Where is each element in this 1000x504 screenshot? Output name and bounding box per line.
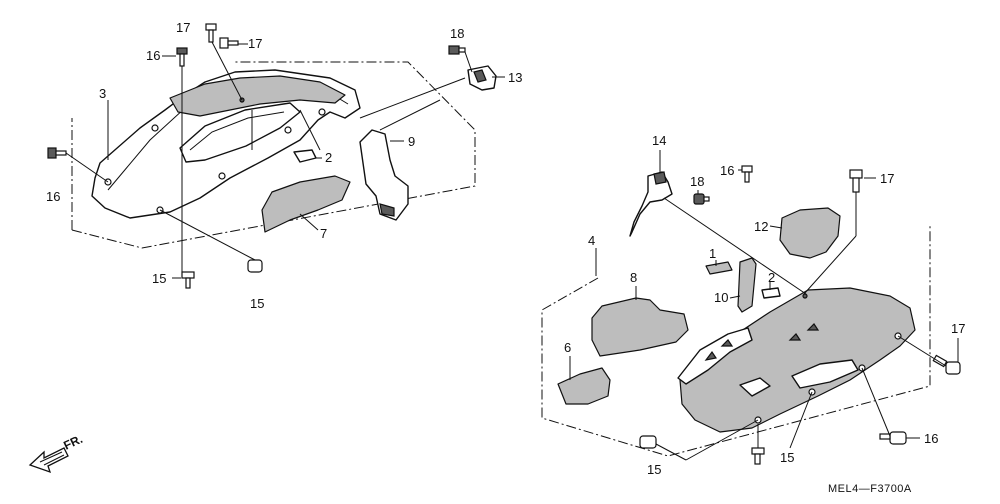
assembly-outline-lower	[541, 226, 931, 457]
front-direction-indicator: FR.	[28, 432, 85, 474]
callout-15: 15	[152, 271, 166, 286]
pad-part-12	[779, 207, 841, 259]
callout-3: 3	[99, 86, 106, 101]
vent-slots	[704, 323, 820, 361]
mount-hole	[318, 108, 326, 116]
callout-17: 17	[176, 20, 190, 35]
callout-17: 17	[880, 171, 894, 186]
assembly-outline-upper	[71, 61, 476, 249]
callout-1: 1	[709, 246, 716, 261]
leader	[789, 391, 813, 449]
front-label: FR.	[61, 432, 84, 453]
bolt-15c-icon	[639, 435, 657, 449]
bolt-17c-icon	[849, 169, 863, 193]
leader	[379, 99, 441, 131]
clip-part-2-lower	[761, 287, 781, 299]
callout-12: 12	[754, 219, 768, 234]
callout-16: 16	[46, 189, 60, 204]
front-arrow-icon	[28, 447, 69, 474]
bolt-15a-icon	[181, 271, 195, 289]
leader	[663, 197, 807, 295]
callout-10: 10	[714, 290, 728, 305]
bolt-16b-icon	[47, 147, 67, 159]
leader	[655, 443, 687, 461]
bracket-foot	[379, 203, 395, 217]
pad-part-1	[705, 261, 733, 275]
strip-part-10	[737, 257, 757, 313]
leader	[803, 235, 857, 295]
callout-18: 18	[690, 174, 704, 189]
leader	[861, 367, 891, 437]
callout-16: 16	[720, 163, 734, 178]
callout-16: 16	[146, 48, 160, 63]
callout-2: 2	[768, 270, 775, 285]
callout-15: 15	[780, 450, 794, 465]
leader	[464, 51, 473, 73]
callout-7: 7	[320, 226, 327, 241]
leader	[159, 209, 256, 261]
bolt-18b-icon	[693, 193, 710, 205]
mount-hole	[284, 126, 292, 134]
leader	[211, 41, 243, 101]
cover-window-cutout	[179, 102, 301, 163]
bracket-head	[653, 171, 667, 185]
leader	[359, 77, 466, 119]
callout-6: 6	[564, 340, 571, 355]
callout-14: 14	[652, 133, 666, 148]
arrow-hatch	[43, 454, 65, 466]
callout-16: 16	[924, 431, 938, 446]
upper-cover-assembly: 17 17 16 18 13 3 9 2 16 7 15 15	[46, 20, 522, 311]
bolt-18a-icon	[448, 45, 466, 55]
callout-8: 8	[630, 270, 637, 285]
callout-15: 15	[250, 296, 264, 311]
pad-part-6	[557, 367, 611, 405]
bracket-part-9	[359, 129, 409, 221]
callout-15: 15	[647, 462, 661, 477]
callout-18: 18	[450, 26, 464, 41]
cover-oval-hole	[739, 377, 771, 397]
bolt-16a-icon	[176, 47, 188, 67]
cover-slot-hole	[791, 359, 859, 389]
pad-part-7	[261, 175, 351, 233]
leader	[299, 213, 319, 231]
bolt-17b-icon	[219, 37, 239, 49]
leader	[299, 109, 321, 151]
bolt-15b-icon	[247, 259, 263, 273]
arrow-hatch	[39, 451, 63, 463]
bolt-16c-icon	[741, 165, 753, 183]
bolt-17d-icon	[932, 354, 961, 375]
window-inner-line	[189, 111, 285, 151]
callout-13: 13	[508, 70, 522, 85]
callout-2: 2	[325, 150, 332, 165]
bracket-part-14	[629, 171, 673, 237]
bolt-15d-icon	[751, 447, 765, 465]
callout-4: 4	[588, 233, 595, 248]
center-hole	[802, 293, 808, 299]
lower-cover-part-4	[679, 287, 916, 433]
leader	[685, 419, 759, 461]
mount-hole	[218, 172, 226, 180]
clamp-slot	[473, 69, 487, 83]
callout-17: 17	[951, 321, 965, 336]
cover-shaded-panel	[169, 75, 346, 117]
pad-part-8	[591, 297, 689, 357]
bolt-17a-icon	[205, 23, 217, 43]
clip-part-2-upper	[293, 149, 317, 163]
leader	[897, 335, 947, 367]
leader	[729, 295, 741, 299]
callout-17: 17	[248, 36, 262, 51]
diagram-code: MEL4—F3700A	[828, 483, 912, 495]
leader	[65, 152, 109, 183]
mount-hole	[151, 124, 159, 132]
bolt-16d-icon	[879, 431, 907, 445]
callout-9: 9	[408, 134, 415, 149]
leader	[769, 225, 783, 229]
lower-cover-assembly: 14 16 18 17 12 4 1 2 8 10 6 17 16 15 15	[541, 133, 965, 477]
